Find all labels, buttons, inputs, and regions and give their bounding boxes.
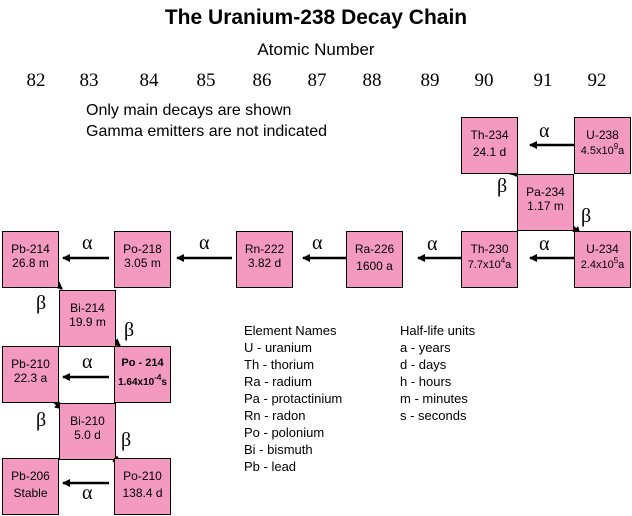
alpha-label: α [539, 233, 550, 255]
beta-label: β [36, 292, 47, 314]
alpha-label: α [82, 482, 93, 504]
atomic-number-86: 86 [252, 70, 272, 91]
axis-title: Atomic Number [257, 40, 375, 59]
alpha-label: α [82, 232, 93, 254]
atomic-number-84: 84 [139, 70, 159, 91]
nuclide-name: Rn-222 [244, 242, 285, 256]
half-life: 1.64x10-4s [118, 373, 167, 389]
nuclide-pb210: Pb-210 22.3 a [2, 346, 59, 403]
half-life: 5.0 d [74, 428, 101, 442]
nuclide-u234: U-234 2.4x105a [574, 231, 631, 288]
legend-item: Po - polonium [244, 425, 325, 440]
beta-label: β [581, 205, 592, 227]
half-life: 7.7x104a [467, 256, 512, 272]
note-main-decays: Only main decays are shown [86, 102, 292, 119]
legend-item: U - uranium [244, 340, 312, 355]
nuclide-name: Th-230 [470, 242, 509, 256]
atomic-number-85: 85 [196, 70, 216, 91]
legend-item: d - days [400, 357, 447, 372]
nuclide-name: U-234 [586, 242, 619, 256]
legend-heading: Half-life units [400, 323, 476, 338]
half-life: 19.9 m [69, 315, 106, 329]
half-life-units-legend: Half-life units a - years d - days h - h… [400, 322, 475, 424]
beta-label: β [124, 319, 135, 341]
legend-item: m - minutes [400, 391, 468, 406]
nuclide-po214: Po - 214 1.64x10-4s [114, 346, 171, 403]
legend-heading: Element Names [244, 323, 337, 338]
atomic-number-87: 87 [307, 70, 327, 91]
legend-item: Pa - protactinium [244, 391, 343, 406]
half-life: 3.05 m [124, 256, 161, 270]
beta-label: β [497, 175, 508, 197]
beta-label: β [121, 429, 132, 451]
nuclide-th230: Th-230 7.7x104a [461, 231, 518, 288]
nuclide-name: Ra-226 [354, 242, 395, 256]
alpha-label: α [312, 232, 323, 254]
nuclide-name: Pb-206 [11, 469, 50, 483]
nuclide-name: Pb-210 [11, 357, 50, 371]
nuclide-ra226: Ra-226 1600 a [346, 231, 403, 288]
half-life: Stable [13, 486, 48, 500]
nuclide-name: Pb-214 [11, 242, 50, 256]
nuclide-pb214: Pb-214 26.8 m [2, 231, 59, 288]
nuclide-name: Th-234 [470, 128, 509, 142]
nuclide-u238: U-238 4.5x109a [574, 117, 631, 174]
nuclide-bi210: Bi-210 5.0 d [59, 403, 116, 460]
half-life: 2.4x105a [580, 256, 625, 272]
half-life: 24.1 d [472, 145, 507, 159]
beta-label: β [36, 409, 47, 431]
half-life: 3.82 d [247, 256, 282, 270]
half-life: 1.17 m [527, 199, 564, 213]
element-names-legend: Element Names U - uranium Th - thorium R… [244, 322, 342, 475]
nuclide-po210: Po-210 138.4 d [114, 458, 171, 515]
alpha-label: α [199, 232, 210, 254]
legend-item: Th - thorium [244, 357, 315, 372]
half-life: 4.5x109a [580, 142, 625, 158]
nuclide-po218: Po-218 3.05 m [114, 231, 171, 288]
atomic-number-90: 90 [474, 70, 494, 91]
legend-item: Ra - radium [244, 374, 312, 389]
nuclide-name: Pa-234 [526, 185, 565, 199]
half-life: 1600 a [356, 259, 393, 273]
legend-item: Pb - lead [244, 459, 297, 474]
atomic-number-91: 91 [533, 70, 553, 91]
legend-item: s - seconds [400, 408, 467, 423]
nuclide-rn222: Rn-222 3.82 d [236, 231, 293, 288]
alpha-label: α [539, 120, 550, 142]
nuclide-name: Po-210 [123, 469, 162, 483]
legend-item: h - hours [400, 374, 452, 389]
nuclide-name: Bi-210 [70, 414, 105, 428]
atomic-number-92: 92 [587, 70, 607, 91]
nuclide-bi214: Bi-214 19.9 m [59, 290, 116, 347]
legend-item: Rn - radon [244, 408, 306, 423]
nuclide-name: Bi-214 [70, 301, 105, 315]
alpha-label: α [427, 233, 438, 255]
nuclide-pb206: Pb-206 Stable [2, 458, 59, 515]
nuclide-name: Po-218 [123, 242, 162, 256]
atomic-number-89: 89 [420, 70, 440, 91]
atomic-number-83: 83 [79, 70, 99, 91]
legend-item: Bi - bismuth [244, 442, 313, 457]
nuclide-pa234: Pa-234 1.17 m [517, 174, 574, 231]
note-gamma: Gamma emitters are not indicated [86, 123, 327, 140]
legend-item: a - years [400, 340, 451, 355]
nuclide-name: U-238 [586, 128, 619, 142]
half-life: 22.3 a [13, 371, 48, 385]
atomic-number-88: 88 [362, 70, 382, 91]
half-life: 26.8 m [12, 256, 49, 270]
nuclide-th234: Th-234 24.1 d [461, 117, 518, 174]
atomic-number-82: 82 [26, 70, 46, 91]
half-life: 138.4 d [122, 486, 163, 500]
diagram-title: The Uranium-238 Decay Chain [164, 6, 468, 29]
alpha-label: α [82, 351, 93, 373]
nuclide-name: Po - 214 [121, 357, 164, 369]
